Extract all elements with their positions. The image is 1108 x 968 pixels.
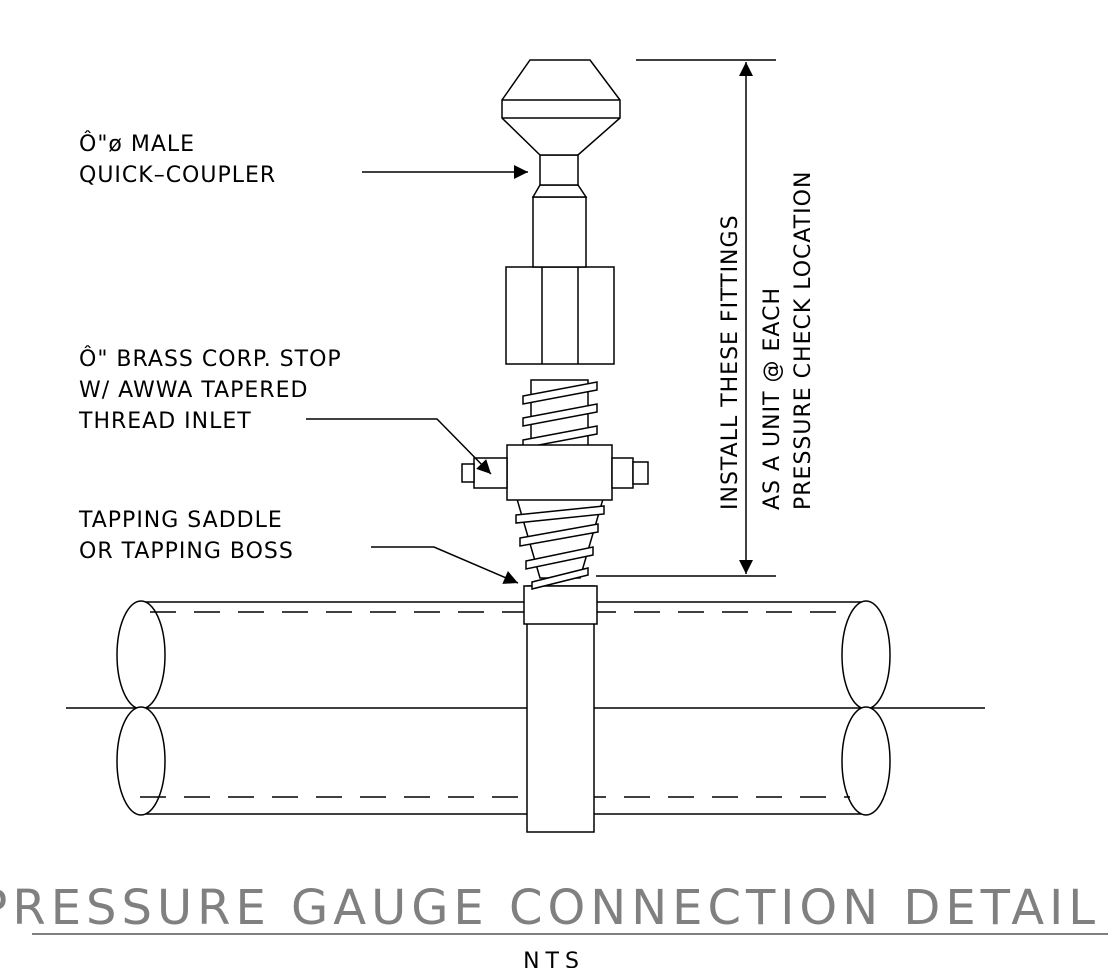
- callout-quick-coupler-line-2: QUICK–COUPLER: [79, 163, 276, 188]
- callout-corp-stop: Ô" BRASS CORP. STOP W/ AWWA TAPERED THRE…: [78, 346, 342, 434]
- callout-quick-coupler: Ô"ø MALE QUICK–COUPLER: [79, 131, 276, 188]
- hex-nut: [505, 266, 615, 365]
- callout-tapping-saddle: TAPPING SADDLE OR TAPPING BOSS: [78, 508, 294, 564]
- saddle-strap: [526, 585, 595, 833]
- dimension-note-line-1: INSTALL THESE FITTINGS: [718, 214, 743, 510]
- callout-tapping-saddle-line-1: TAPPING SADDLE: [78, 508, 283, 533]
- coupler-shank: [532, 196, 587, 268]
- tapping-saddle: [523, 585, 598, 833]
- callout-leaders: [306, 165, 528, 584]
- dimension-note: INSTALL THESE FITTINGS AS A UNIT @ EACH …: [718, 171, 816, 510]
- dimension-note-line-2: AS A UNIT @ EACH: [760, 287, 785, 510]
- callout-corp-stop-line-3: THREAD INLET: [78, 409, 252, 434]
- leader-tapping-saddle: [371, 546, 519, 584]
- corporation-stop: [461, 379, 649, 590]
- saddle-boss: [523, 585, 598, 625]
- pipe-end-ellipse-bottom-left: [116, 706, 166, 816]
- detail-title: PRESSURE GAUGE CONNECTION DETAIL: [0, 880, 1100, 936]
- leader-corp-stop: [306, 418, 492, 475]
- coupler-cap: [501, 59, 621, 156]
- corp-stop-body: [506, 444, 613, 501]
- dimension-note-line-3: PRESSURE CHECK LOCATION: [791, 171, 816, 510]
- pipe-end-ellipse-bottom-right: [841, 706, 891, 816]
- pipe-end-ellipse-top-right: [841, 600, 891, 710]
- callout-corp-stop-line-2: W/ AWWA TAPERED: [79, 378, 308, 403]
- corp-stop-nub-right: [611, 457, 634, 489]
- detail-title-block: PRESSURE GAUGE CONNECTION DETAIL NTS: [0, 880, 1108, 968]
- fitting-dimension: [596, 59, 776, 577]
- scale-note: NTS: [523, 949, 585, 968]
- callout-tapping-saddle-line-2: OR TAPPING BOSS: [79, 539, 294, 564]
- male-quick-coupler: [501, 59, 621, 365]
- pipe-end-ellipse-top-left: [116, 600, 166, 710]
- callout-quick-coupler-line-1: Ô"ø MALE: [79, 131, 195, 157]
- water-main-pipe: [66, 600, 985, 816]
- callout-corp-stop-line-1: Ô" BRASS CORP. STOP: [79, 346, 342, 372]
- coupler-collar: [539, 154, 579, 186]
